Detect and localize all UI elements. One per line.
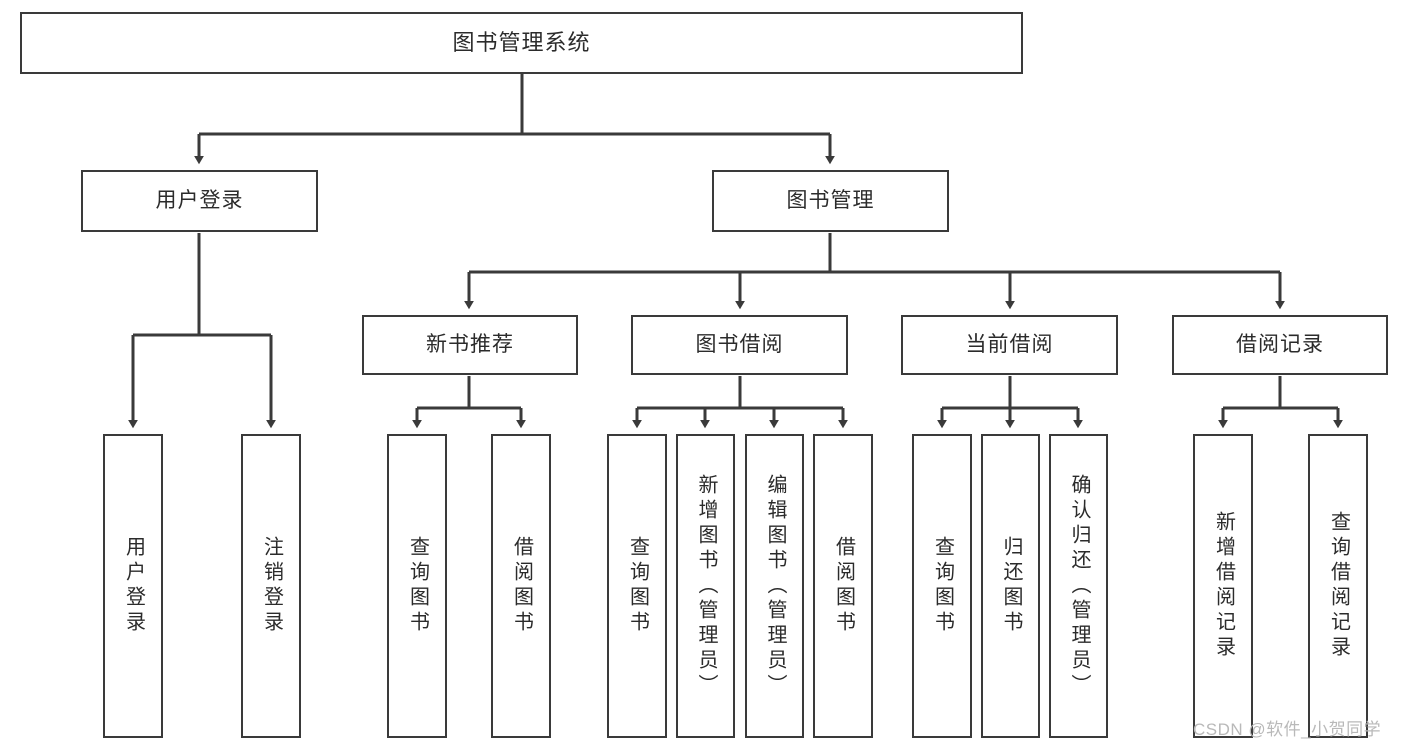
node-borrow-record[interactable]: 借阅记录 xyxy=(1172,315,1388,375)
node-root-system[interactable]: 图书管理系统 xyxy=(20,12,1023,74)
node-book-manage-label: 图书管理 xyxy=(786,188,875,212)
leaf-confirm-return-label: 确认归还（管理员） xyxy=(1068,473,1090,699)
csdn-watermark: CSDN @软件_小贺同学 xyxy=(1193,720,1382,739)
leaf-query-book-3-label: 查询图书 xyxy=(931,536,954,636)
leaf-borrow-book-1[interactable]: 借阅图书 xyxy=(491,434,551,738)
leaf-query-book-3[interactable]: 查询图书 xyxy=(912,434,972,738)
leaf-query-book-2-label: 查询图书 xyxy=(626,536,649,636)
leaf-return-book-label: 归还图书 xyxy=(1000,536,1022,636)
node-user-login-label: 用户登录 xyxy=(155,188,244,212)
leaf-user-login[interactable]: 用户登录 xyxy=(103,434,163,738)
leaf-add-record-label: 新增借阅记录 xyxy=(1212,511,1235,661)
node-new-book-recommend[interactable]: 新书推荐 xyxy=(362,315,578,375)
leaf-confirm-return[interactable]: 确认归还（管理员） xyxy=(1049,434,1108,738)
leaf-query-book-1[interactable]: 查询图书 xyxy=(387,434,447,738)
leaf-return-book[interactable]: 归还图书 xyxy=(981,434,1040,738)
node-book-borrow-label: 图书借阅 xyxy=(695,332,784,356)
leaf-query-record-label: 查询借阅记录 xyxy=(1327,511,1350,661)
leaf-borrow-book-1-label: 借阅图书 xyxy=(510,536,533,636)
leaf-borrow-book-2-label: 借阅图书 xyxy=(832,536,855,636)
leaf-add-record[interactable]: 新增借阅记录 xyxy=(1193,434,1253,738)
node-borrow-record-label: 借阅记录 xyxy=(1236,332,1324,356)
leaf-edit-book[interactable]: 编辑图书（管理员） xyxy=(745,434,804,738)
node-user-login[interactable]: 用户登录 xyxy=(81,170,318,232)
node-current-borrow[interactable]: 当前借阅 xyxy=(901,315,1118,375)
node-book-manage[interactable]: 图书管理 xyxy=(712,170,949,232)
node-new-book-recommend-label: 新书推荐 xyxy=(426,332,514,356)
leaf-query-book-2[interactable]: 查询图书 xyxy=(607,434,667,738)
leaf-edit-book-label: 编辑图书（管理员） xyxy=(764,473,786,699)
node-current-borrow-label: 当前借阅 xyxy=(965,332,1054,356)
leaf-user-logout-label: 注销登录 xyxy=(260,536,283,636)
leaf-add-book-label: 新增图书（管理员） xyxy=(695,473,717,699)
leaf-query-book-1-label: 查询图书 xyxy=(406,536,429,636)
leaf-user-logout[interactable]: 注销登录 xyxy=(241,434,301,738)
leaf-add-book[interactable]: 新增图书（管理员） xyxy=(676,434,735,738)
node-root-system-label: 图书管理系统 xyxy=(452,30,591,56)
leaf-borrow-book-2[interactable]: 借阅图书 xyxy=(813,434,873,738)
leaf-query-record[interactable]: 查询借阅记录 xyxy=(1308,434,1368,738)
leaf-user-login-label: 用户登录 xyxy=(122,536,145,636)
node-book-borrow[interactable]: 图书借阅 xyxy=(631,315,848,375)
